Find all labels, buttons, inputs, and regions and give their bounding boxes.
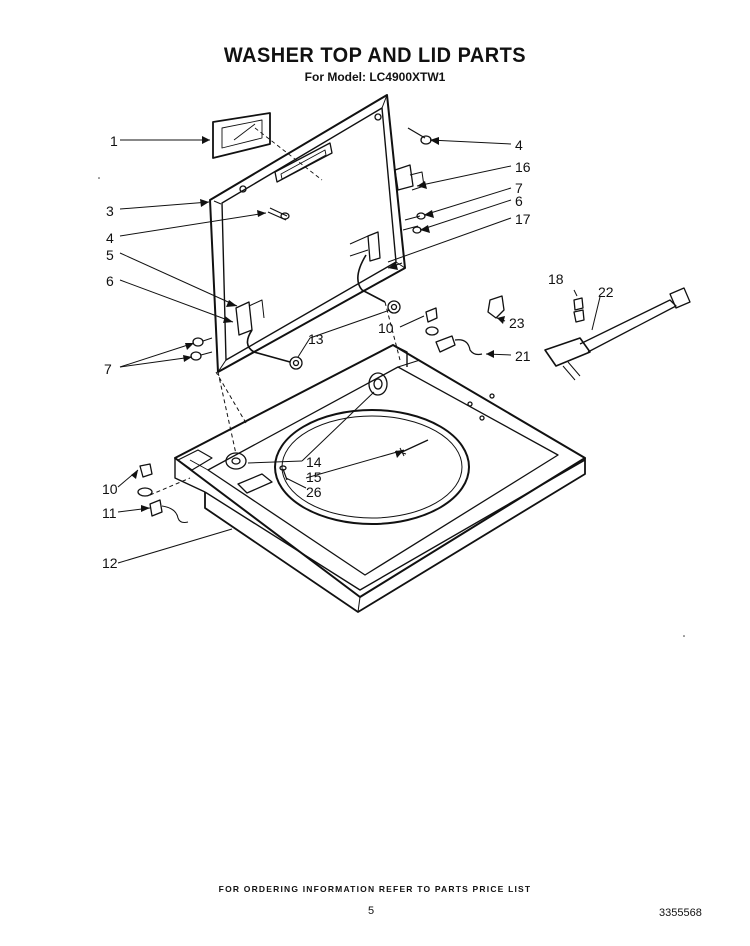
callout-4-left: 4 xyxy=(106,230,114,246)
callout-13: 13 xyxy=(308,331,324,347)
callout-26: 26 xyxy=(306,484,322,500)
callout-11: 11 xyxy=(102,505,117,521)
callout-21: 21 xyxy=(515,348,531,364)
callout-16: 16 xyxy=(515,159,531,175)
ordering-note: FOR ORDERING INFORMATION REFER TO PARTS … xyxy=(218,884,532,894)
callout-10-top: 10 xyxy=(378,320,394,336)
callout-17: 17 xyxy=(515,211,531,227)
callout-5: 5 xyxy=(106,247,114,263)
callout-10-left: 10 xyxy=(102,481,118,497)
callout-1: 1 xyxy=(110,133,118,149)
callout-22: 22 xyxy=(598,284,614,300)
callout-15: 15 xyxy=(306,469,322,485)
model-subtitle: For Model: LC4900XTW1 xyxy=(304,70,446,84)
lid-frame xyxy=(209,94,406,373)
page-number: 5 xyxy=(368,905,375,917)
callout-6-left: 6 xyxy=(106,273,114,289)
callout-7-left: 7 xyxy=(104,361,112,377)
callout-23: 23 xyxy=(509,315,525,331)
callout-12: 12 xyxy=(102,555,118,571)
callout-4-right: 4 xyxy=(515,137,523,153)
callout-14: 14 xyxy=(306,454,322,470)
diagram-title: WASHER TOP AND LID PARTS xyxy=(223,44,527,67)
callout-18: 18 xyxy=(548,271,564,287)
document-number: 3355568 xyxy=(659,907,702,919)
callout-7-right: 7 xyxy=(515,180,523,196)
washer-top-panel xyxy=(174,344,586,613)
lid-badge xyxy=(212,112,323,181)
callout-6-right: 6 xyxy=(515,193,523,209)
callout-3: 3 xyxy=(106,203,114,219)
